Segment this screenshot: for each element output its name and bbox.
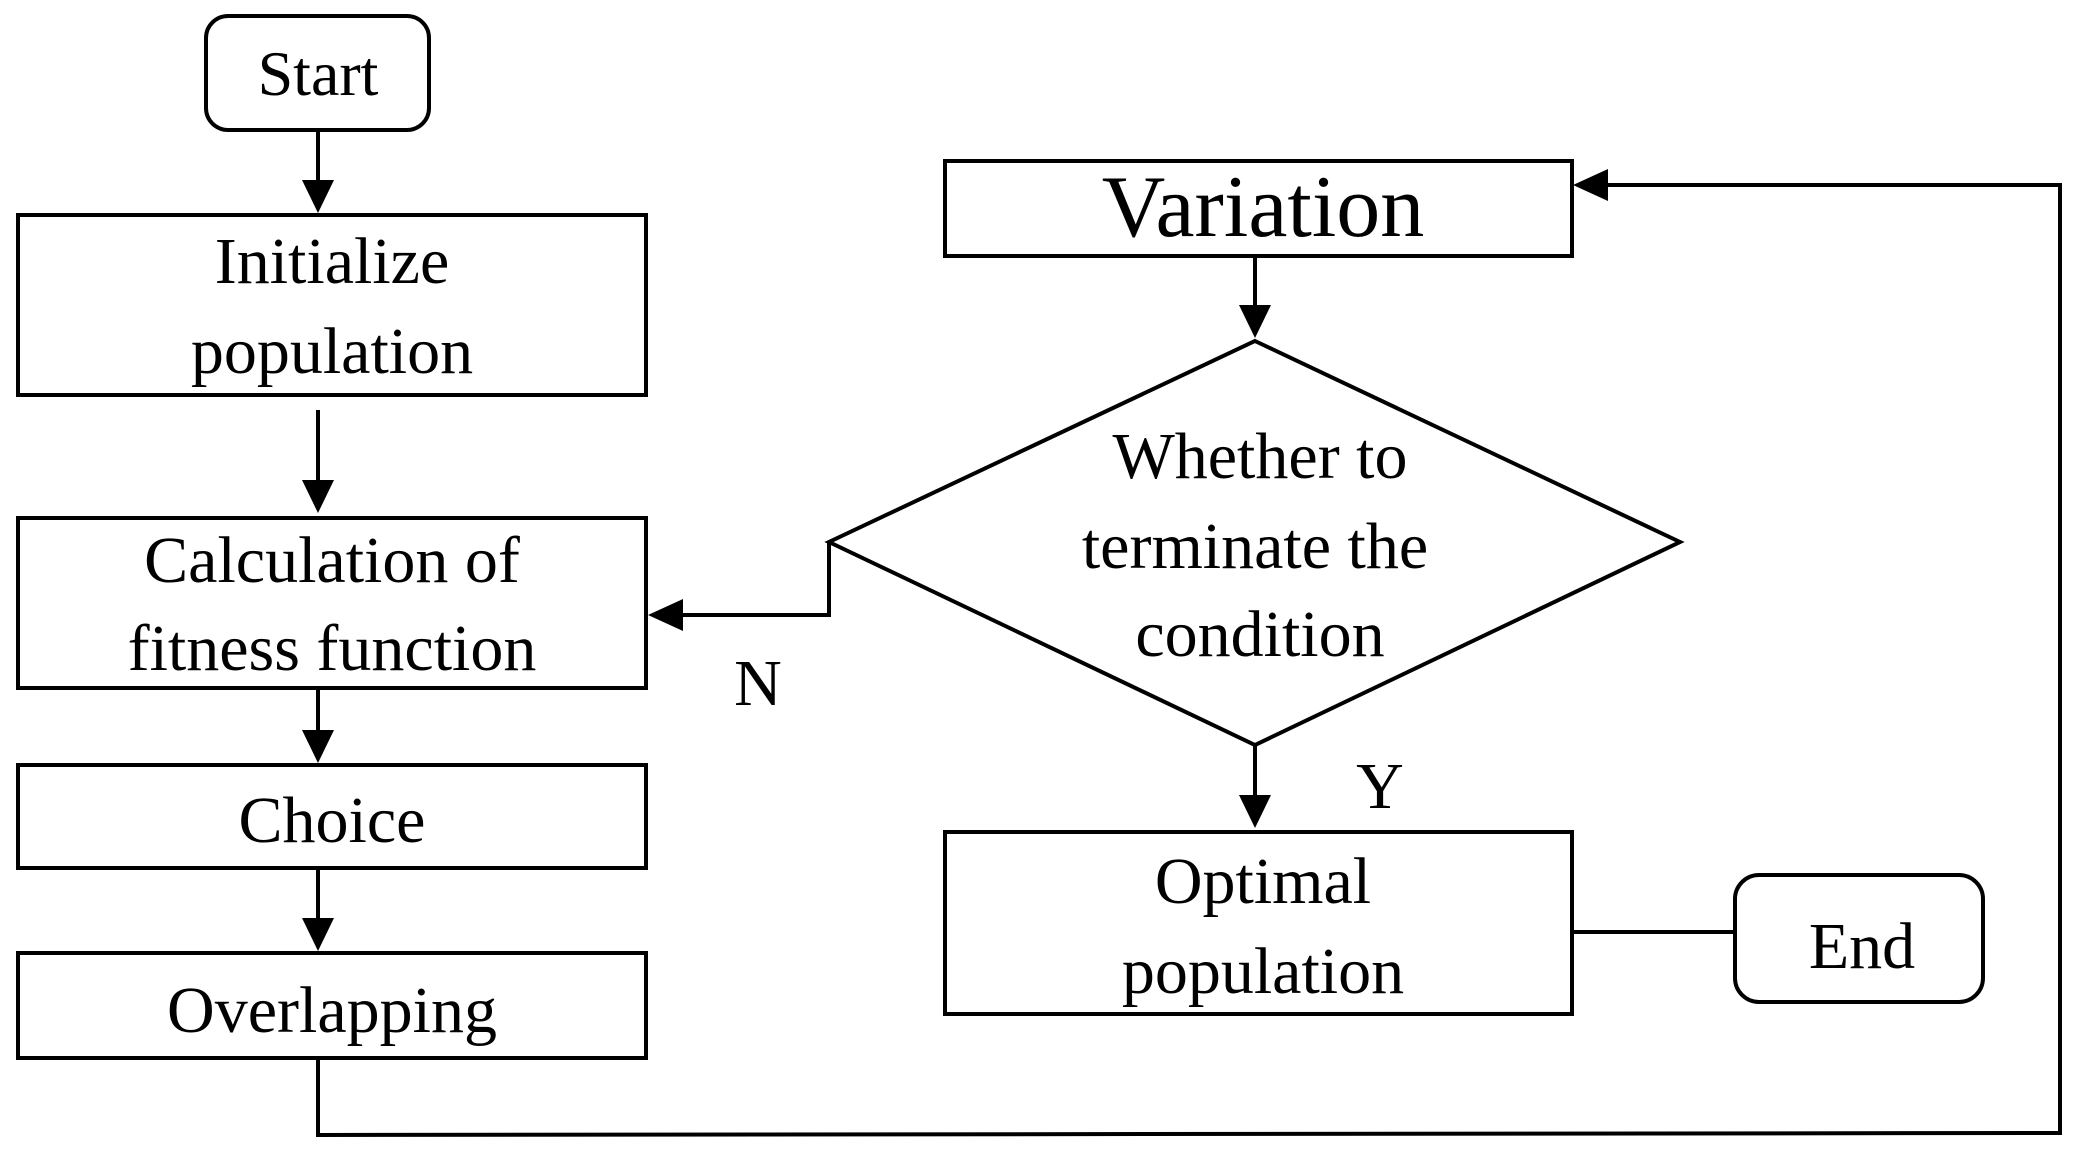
optimal-label-line-1: Optimal [1155,845,1371,918]
optimal-label-line-2: population [1122,935,1404,1008]
node-variation: Variation [943,159,1574,258]
start-label: Start [258,38,379,109]
arrowhead-fitness-no [648,599,683,631]
choice-box [16,763,648,870]
initialize-label-line-2: population [191,315,473,388]
fitness-box [16,516,648,690]
start-terminal [204,14,431,132]
decision-label-line-3: condition [1135,598,1384,671]
overlapping-label: Overlapping [167,974,497,1047]
end-terminal [1733,873,1985,1004]
overlapping-box [16,951,648,1060]
decision-diamond [824,338,1685,748]
node-end: End [1733,873,1985,1004]
choice-label: Choice [239,784,426,857]
node-decision: Whether to terminate the condition [824,338,1685,748]
edge-label-yes: Y [1356,750,1404,823]
arrowhead-fitness [302,480,334,513]
variation-box [943,159,1574,258]
connectors [302,130,2062,1138]
arrowhead-overlapping [302,918,334,951]
node-fitness: Calculation of fitness function [16,516,648,690]
decision-label-line-2: terminate the [1082,510,1428,583]
arrowhead-choice [302,730,334,763]
arrowhead-initialize [302,180,334,213]
edge-label-no: N [734,647,782,720]
node-choice: Choice [16,763,648,870]
arrowhead-variation [1573,169,1608,201]
arrowhead-decision [1239,305,1271,338]
node-optimal: Optimal population [943,830,1574,1016]
initialize-label-line-1: Initialize [215,225,450,298]
edge-overlapping-to-variation [316,183,2062,1138]
variation-label: Variation [1102,159,1425,256]
node-start: Start [204,14,431,132]
arrowhead-optimal [1239,795,1271,828]
end-label: End [1809,910,1915,983]
node-initialize: Initialize population [16,213,648,397]
decision-label-line-1: Whether to [1112,420,1407,493]
node-overlapping: Overlapping [16,951,648,1060]
fitness-label-line-1: Calculation of [144,524,520,597]
fitness-label-line-2: fitness function [128,612,537,685]
edge-decision-to-fitness-no [683,542,831,617]
optimal-box [943,830,1574,1016]
initialize-box [16,213,648,397]
